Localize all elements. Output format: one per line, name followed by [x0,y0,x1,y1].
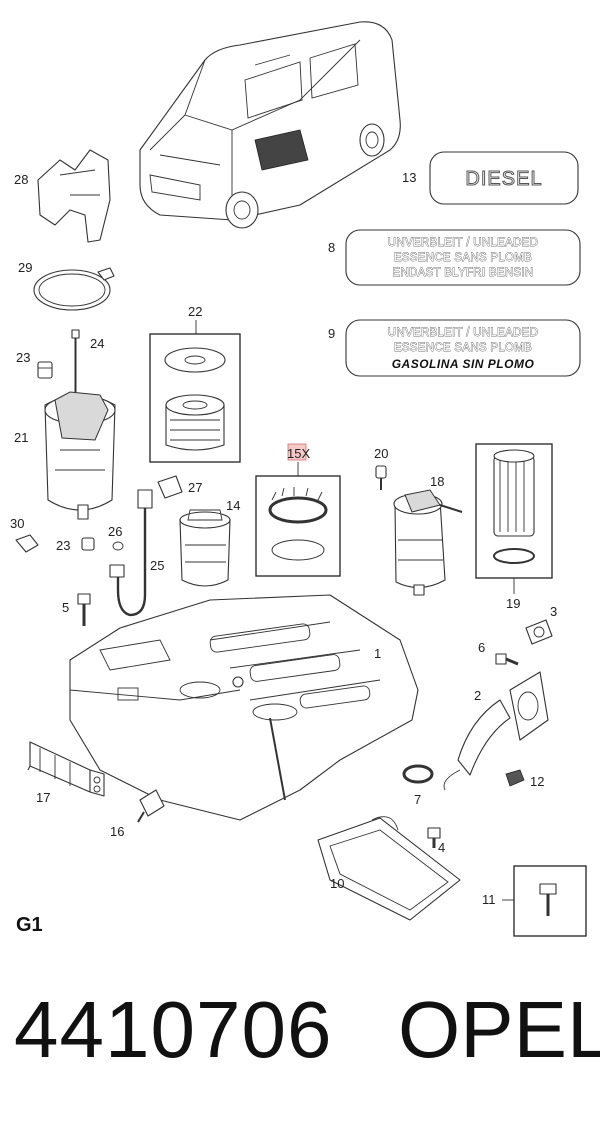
part-25-fuel-pipe [109,489,153,617]
part-30-clip [15,534,39,553]
callout-13: 13 [402,170,416,185]
callout-23-top: 23 [16,350,30,365]
part-22-box [149,333,241,463]
part-number: 4410706 [14,985,333,1074]
part-8-unleaded-label [345,229,581,286]
callout-15: 15X [287,446,310,461]
callout-26: 26 [108,524,122,539]
callout-3: 3 [550,604,557,619]
callout-9: 9 [328,326,335,341]
callout-14: 14 [226,498,240,513]
part-11-box [513,865,587,937]
part-9-unleaded-label [345,319,581,377]
callout-21: 21 [14,430,28,445]
part-3-grommet [525,619,553,645]
part-1-fuel-tank [69,594,419,821]
callout-10: 10 [330,876,344,891]
part-10-heat-shield [317,816,461,921]
callout-25: 25 [150,558,164,573]
part-17-canister [27,741,105,797]
part-2-filler-neck [443,671,549,791]
callout-24: 24 [90,336,104,351]
callout-22: 22 [188,304,202,319]
callout-4: 4 [438,840,445,855]
diesel-label-text: DIESEL [465,168,542,190]
plate-9-line-2: ESSENCE SANS PLOMB [394,342,532,354]
part-7-hose-clamp [402,764,434,784]
callout-11: 11 [482,892,496,907]
plate-8-line-2: ESSENCE SANS PLOMB [394,252,532,264]
fuel-system-parts-diagram: 28 29 24 23 21 30 23 26 [10,21,587,937]
part-12-screw [505,769,525,787]
callout-18: 18 [430,474,444,489]
plate-9-line-1: UNVERBLEIT / UNLEADED [388,327,539,339]
part-24-long-bolt [71,329,80,392]
part-13-diesel-label [429,151,579,205]
part-29-clamp-ring [33,267,115,311]
part-22-filter-element [164,347,226,451]
callout-1: 1 [374,646,381,661]
callout-23-lower: 23 [56,538,70,553]
part-26-seal [112,541,124,551]
section-code: G1 [16,914,43,936]
callout-17: 17 [36,790,50,805]
part-5-bolt [77,593,91,626]
part-28-bracket [37,149,111,243]
part-20-valve [375,465,387,490]
part-11-bolt [539,883,557,916]
part-15-lock-ring-and-seal [268,487,328,561]
callout-29: 29 [18,260,32,275]
callout-19: 19 [506,596,520,611]
callout-16: 16 [110,824,124,839]
callout-20: 20 [374,446,388,461]
callout-28: 28 [14,172,28,187]
callout-7: 7 [414,792,421,807]
plate-8-line-1: UNVERBLEIT / UNLEADED [388,237,539,249]
van-illustration [139,21,401,229]
part-27-connector [157,475,183,499]
part-21-filter-housing [44,391,116,520]
part-23-fitting-lower [81,537,95,551]
plate-9-line-3: GASOLINA SIN PLOMO [392,357,535,371]
part-19-filter-insert [493,449,535,564]
part-18-filter-housing [393,489,463,596]
callout-27: 27 [188,480,202,495]
plate-8-line-3: ENDAST BLYFRI BENSIN [392,267,533,279]
part-15-box [255,475,341,577]
callout-6: 6 [478,640,485,655]
callout-30: 30 [10,516,24,531]
callout-2: 2 [474,688,481,703]
callout-15-highlight [287,443,307,461]
callout-8: 8 [328,240,335,255]
part-4-bolt [427,827,441,848]
part-16-check-valve [137,789,165,823]
part-6-bolt [495,653,519,666]
brand-name: OPEL [398,985,600,1074]
part-14-fuel-pump [179,509,231,587]
callout-12: 12 [530,774,544,789]
part-23-fitting-top [37,361,53,379]
callout-5: 5 [62,600,69,615]
